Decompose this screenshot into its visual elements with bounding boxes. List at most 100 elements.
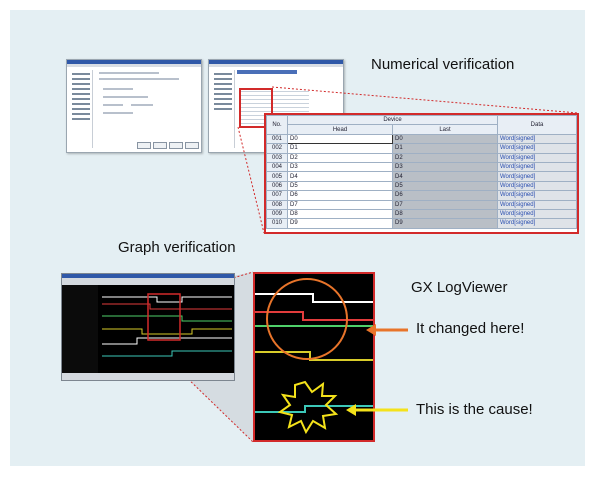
row-number: 007 (266, 190, 288, 201)
title-bar (67, 60, 201, 64)
data-cell[interactable]: Word[signed] (497, 133, 577, 145)
data-cell[interactable]: Word[signed] (497, 180, 577, 192)
cause-label: This is the cause! (416, 401, 533, 418)
data-cell[interactable]: Word[signed] (497, 161, 577, 173)
column-header-device: Device (287, 115, 498, 126)
trace (102, 328, 232, 335)
numerical-verification-label: Numerical verification (371, 56, 515, 73)
data-cell[interactable]: Word[signed] (497, 143, 577, 154)
title-bar (209, 60, 343, 64)
zoom-region-box (147, 293, 181, 341)
data-cell[interactable]: Word[signed] (497, 152, 577, 163)
dialog-button (185, 142, 199, 149)
menu-bar (209, 64, 343, 67)
starburst-icon (277, 380, 339, 435)
white-trace (255, 293, 373, 303)
signal-list (62, 285, 98, 373)
red-trace (255, 311, 373, 321)
project-tree (212, 70, 235, 148)
trace (102, 315, 232, 322)
last-cell[interactable]: D8 (392, 208, 498, 220)
head-cell[interactable]: D4 (287, 171, 393, 182)
row-number: 008 (266, 199, 288, 210)
head-cell[interactable]: D8 (287, 208, 393, 220)
toolbar (62, 278, 234, 285)
logviewer-screenshot-thumbnail (61, 273, 235, 381)
last-cell[interactable]: D7 (392, 199, 498, 210)
changed-here-label: It changed here! (416, 320, 525, 337)
teal-trace (255, 405, 373, 413)
mini-waveforms (62, 285, 234, 380)
graph-verification-label: Graph verification (118, 239, 236, 256)
data-cell[interactable]: Word[signed] (497, 171, 577, 182)
dialog-button (137, 142, 151, 149)
row-number: 009 (266, 208, 288, 220)
dialog-button (153, 142, 167, 149)
head-cell[interactable]: D5 (287, 180, 393, 192)
last-cell[interactable]: D1 (392, 143, 498, 154)
settings-line (103, 104, 123, 106)
row-number: 006 (266, 180, 288, 192)
trace (102, 296, 232, 303)
settings-line (103, 88, 133, 90)
data-cell[interactable]: Word[signed] (497, 218, 577, 229)
row-number: 005 (266, 171, 288, 182)
zoomed-waveforms (255, 278, 373, 435)
column-header-last: Last (392, 124, 498, 135)
settings-line (99, 72, 159, 74)
column-header-data: Data (497, 115, 577, 135)
zoomed-waveform-window (253, 272, 375, 442)
settings-line (103, 96, 148, 98)
data-cell[interactable]: Word[signed] (497, 208, 577, 220)
settings-screenshot-thumbnail (66, 59, 202, 153)
head-cell[interactable]: D1 (287, 143, 393, 154)
head-cell[interactable]: D0 (287, 133, 393, 145)
menu-bar (67, 64, 201, 67)
column-header-head: Head (287, 124, 393, 135)
row-number: 004 (266, 161, 288, 173)
head-cell[interactable]: D2 (287, 152, 393, 163)
trace (102, 303, 232, 310)
head-cell[interactable]: D3 (287, 161, 393, 173)
last-cell[interactable]: D4 (392, 171, 498, 182)
data-cell[interactable]: Word[signed] (497, 199, 577, 210)
settings-line (103, 112, 133, 114)
last-cell[interactable]: D2 (392, 152, 498, 163)
head-cell[interactable]: D9 (287, 218, 393, 229)
gx-logviewer-label: GX LogViewer (411, 279, 508, 296)
row-number: 003 (266, 152, 288, 163)
last-cell[interactable]: D0 (392, 133, 498, 145)
last-cell[interactable]: D5 (392, 180, 498, 192)
title-bar (62, 274, 234, 278)
row-number: 010 (266, 218, 288, 229)
column-header-no: No. (266, 115, 288, 135)
row-number: 001 (266, 133, 288, 145)
last-cell[interactable]: D9 (392, 218, 498, 229)
project-tree (70, 70, 93, 148)
tab-strip (237, 70, 297, 74)
circle-highlight (266, 278, 348, 360)
data-cell[interactable]: Word[signed] (497, 190, 577, 201)
last-cell[interactable]: D3 (392, 161, 498, 173)
head-cell[interactable]: D6 (287, 190, 393, 201)
row-number: 002 (266, 143, 288, 154)
settings-line (131, 104, 153, 106)
status-bar (62, 373, 234, 380)
trace (102, 337, 232, 345)
settings-line (99, 78, 179, 80)
last-cell[interactable]: D6 (392, 190, 498, 201)
yellow-trace (255, 351, 373, 361)
head-cell[interactable]: D7 (287, 199, 393, 210)
